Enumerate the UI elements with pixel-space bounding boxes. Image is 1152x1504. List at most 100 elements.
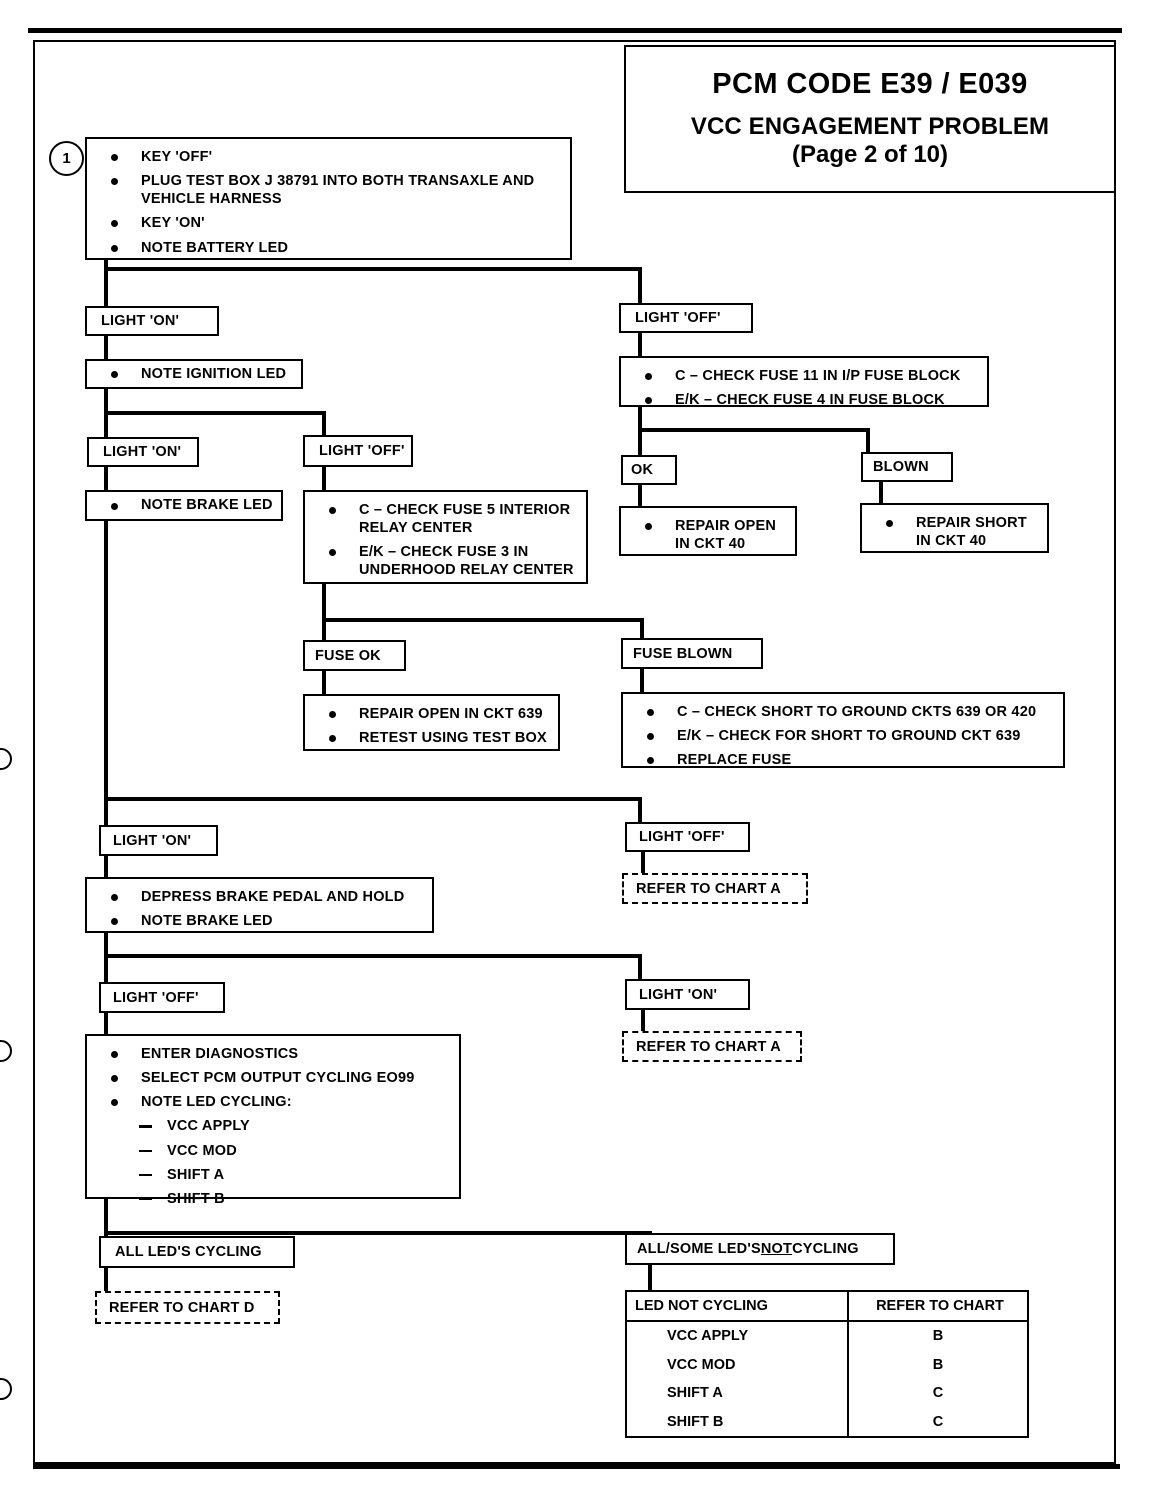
- connector-vertical: [104, 336, 108, 360]
- ignition-light-off-label: LIGHT 'OFF': [303, 435, 413, 467]
- fuse-blown-action-item: C – CHECK SHORT TO GROUND CKTS 639 OR 42…: [641, 703, 1053, 721]
- check-fuse-block-item: E/K – CHECK FUSE 4 IN FUSE BLOCK: [639, 391, 977, 409]
- pedal-light-off-label: LIGHT 'OFF': [99, 982, 225, 1013]
- not-cycling-text-pre: ALL/SOME LED'S: [637, 1241, 761, 1257]
- connector-vertical: [641, 852, 645, 874]
- diagnostics-item: SELECT PCM OUTPUT CYCLING EO99: [105, 1069, 449, 1087]
- table-header-row: LED NOT CYCLING REFER TO CHART: [627, 1292, 1027, 1322]
- diagnostics-subitem: SHIFT A: [105, 1166, 449, 1184]
- step-number-circle: 1: [49, 141, 84, 176]
- repair-open-ckt40-text: REPAIR OPEN IN CKT 40: [639, 517, 785, 553]
- note-brake-led-text: NOTE BRAKE LED: [105, 496, 281, 514]
- refer-to-chart-d-box: REFER TO CHART D: [95, 1291, 280, 1324]
- table-header-chart: REFER TO CHART: [848, 1292, 1027, 1322]
- brake-light-off-label: LIGHT 'OFF': [625, 822, 750, 852]
- table-row: SHIFT B C: [627, 1407, 1027, 1436]
- title-block: PCM CODE E39 / E039 VCC ENGAGEMENT PROBL…: [624, 45, 1116, 193]
- table-cell-led: SHIFT A: [627, 1379, 849, 1408]
- repair-short-ckt40-text: REPAIR SHORT IN CKT 40: [880, 514, 1037, 550]
- step1-box: KEY 'OFF' PLUG TEST BOX J 38791 INTO BOT…: [85, 137, 572, 260]
- diagnostics-item: ENTER DIAGNOSTICS: [105, 1045, 449, 1063]
- connector-horizontal: [322, 618, 644, 622]
- connector-vertical: [104, 260, 108, 306]
- scan-artifact-mark: [0, 748, 12, 770]
- diagnostics-subitem: SHIFT B: [105, 1190, 449, 1208]
- fuse-block-ok-label: OK: [621, 455, 677, 485]
- table-cell-chart: C: [932, 1385, 944, 1402]
- step1-item: KEY 'ON': [105, 214, 560, 232]
- connector-vertical: [322, 467, 326, 492]
- table-cell-chart: B: [932, 1328, 944, 1345]
- page-title: PCM CODE E39 / E039: [712, 68, 1028, 101]
- diagnostics-subitem: VCC APPLY: [105, 1117, 449, 1135]
- connector-vertical: [879, 482, 883, 504]
- table-row: VCC APPLY B: [627, 1321, 1027, 1351]
- table-cell-led: SHIFT B: [627, 1407, 849, 1436]
- connector-vertical: [638, 485, 642, 507]
- refer-to-chart-a-box-2: REFER TO CHART A: [622, 1031, 802, 1062]
- refer-to-chart-a-box-1: REFER TO CHART A: [622, 873, 808, 904]
- diagnostics-item: NOTE LED CYCLING:: [105, 1093, 449, 1111]
- table-cell-led: VCC MOD: [627, 1350, 849, 1380]
- check-fuse-block-item: C – CHECK FUSE 11 IN I/P FUSE BLOCK: [639, 367, 977, 385]
- step1-item: PLUG TEST BOX J 38791 INTO BOTH TRANSAXL…: [105, 172, 560, 208]
- connector-vertical: [638, 797, 642, 825]
- connector-horizontal: [104, 411, 326, 415]
- check-fuse-relay-item: E/K – CHECK FUSE 3 IN UNDERHOOD RELAY CE…: [323, 543, 576, 579]
- connector-vertical: [104, 467, 108, 492]
- battery-light-off-label: LIGHT 'OFF': [619, 303, 753, 333]
- table-row: SHIFT A C: [627, 1379, 1027, 1408]
- connector-horizontal: [104, 797, 642, 801]
- table-cell-chart: C: [932, 1413, 944, 1430]
- connector-horizontal: [104, 1231, 652, 1235]
- not-cycling-text-post: CYCLING: [792, 1241, 859, 1257]
- connector-vertical: [638, 267, 642, 306]
- connector-vertical: [866, 428, 870, 454]
- scan-artifact-mark: [0, 1378, 12, 1400]
- connector-vertical: [648, 1265, 652, 1291]
- bottom-rule: [33, 1464, 1120, 1469]
- check-fuse-relay-box: C – CHECK FUSE 5 INTERIOR RELAY CENTER E…: [303, 490, 588, 584]
- note-ignition-led-text: NOTE IGNITION LED: [105, 365, 301, 383]
- note-ignition-led-box: NOTE IGNITION LED: [85, 359, 303, 389]
- page-subtitle: VCC ENGAGEMENT PROBLEM: [690, 113, 1050, 141]
- pedal-light-on-label: LIGHT 'ON': [625, 979, 750, 1010]
- top-rule: [28, 28, 1122, 33]
- connector-vertical: [104, 1199, 108, 1249]
- connector-vertical: [322, 584, 326, 640]
- connector-vertical: [322, 671, 326, 695]
- connector-horizontal: [638, 428, 870, 432]
- connector-vertical: [638, 333, 642, 357]
- fuse-blown-actions-box: C – CHECK SHORT TO GROUND CKTS 639 OR 42…: [621, 692, 1065, 768]
- ignition-light-on-label: LIGHT 'ON': [87, 437, 199, 467]
- brake-pedal-item: NOTE BRAKE LED: [105, 912, 422, 930]
- fuse-ok-action-item: REPAIR OPEN IN CKT 639: [323, 705, 548, 723]
- fuse-blown-action-item: REPLACE FUSE: [641, 751, 1053, 769]
- all-leds-cycling-label: ALL LED'S CYCLING: [99, 1236, 295, 1268]
- diagnostics-subitem: VCC MOD: [105, 1142, 449, 1160]
- fuse-ok-action-item: RETEST USING TEST BOX: [323, 729, 548, 747]
- fuse-block-blown-label: BLOWN: [861, 452, 953, 482]
- connector-vertical: [104, 1013, 108, 1035]
- table-row: VCC MOD B: [627, 1350, 1027, 1380]
- connector-vertical: [640, 669, 644, 693]
- page-number-label: (Page 2 of 10): [791, 140, 949, 168]
- note-brake-led-box: NOTE BRAKE LED: [85, 490, 283, 521]
- page-border: [33, 40, 1116, 1464]
- connector-vertical: [641, 1010, 645, 1032]
- brake-light-on-label: LIGHT 'ON': [99, 825, 218, 856]
- brake-pedal-item: DEPRESS BRAKE PEDAL AND HOLD: [105, 888, 422, 906]
- connector-horizontal: [104, 267, 642, 271]
- fuse-blown-action-item: E/K – CHECK FOR SHORT TO GROUND CKT 639: [641, 727, 1053, 745]
- fuse-blown-label: FUSE BLOWN: [621, 638, 763, 669]
- diagnostics-box: ENTER DIAGNOSTICS SELECT PCM OUTPUT CYCL…: [85, 1034, 461, 1207]
- step1-item: NOTE BATTERY LED: [105, 239, 560, 257]
- scan-artifact-mark: [0, 1040, 12, 1062]
- fuse-ok-actions-box: REPAIR OPEN IN CKT 639 RETEST USING TEST…: [303, 694, 560, 751]
- brake-pedal-box: DEPRESS BRAKE PEDAL AND HOLD NOTE BRAKE …: [85, 877, 434, 933]
- fuse-ok-label: FUSE OK: [303, 640, 406, 671]
- table-cell-led: VCC APPLY: [627, 1321, 849, 1351]
- repair-open-ckt40-box: REPAIR OPEN IN CKT 40: [619, 506, 797, 556]
- repair-short-ckt40-box: REPAIR SHORT IN CKT 40: [860, 503, 1049, 553]
